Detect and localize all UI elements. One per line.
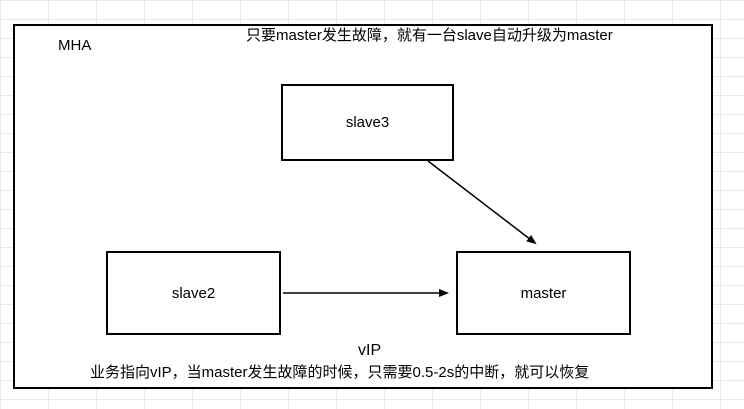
vip-label: vIP <box>358 342 382 359</box>
top-note: 只要master发生故障，就有一台slave自动升级为master <box>246 27 613 44</box>
node-slave3-label: slave3 <box>345 114 390 131</box>
bottom-note: 业务指向vIP，当master发生故障的时候，只需要0.5-2s的中断，就可以恢… <box>90 364 590 381</box>
mha-title-label: MHA <box>58 37 92 54</box>
node-slave3[interactable]: slave3 <box>281 84 454 161</box>
node-slave2[interactable]: slave2 <box>106 251 281 335</box>
node-slave2-label: slave2 <box>171 284 216 302</box>
node-master-label: master <box>520 284 567 302</box>
node-master[interactable]: master <box>456 251 631 335</box>
